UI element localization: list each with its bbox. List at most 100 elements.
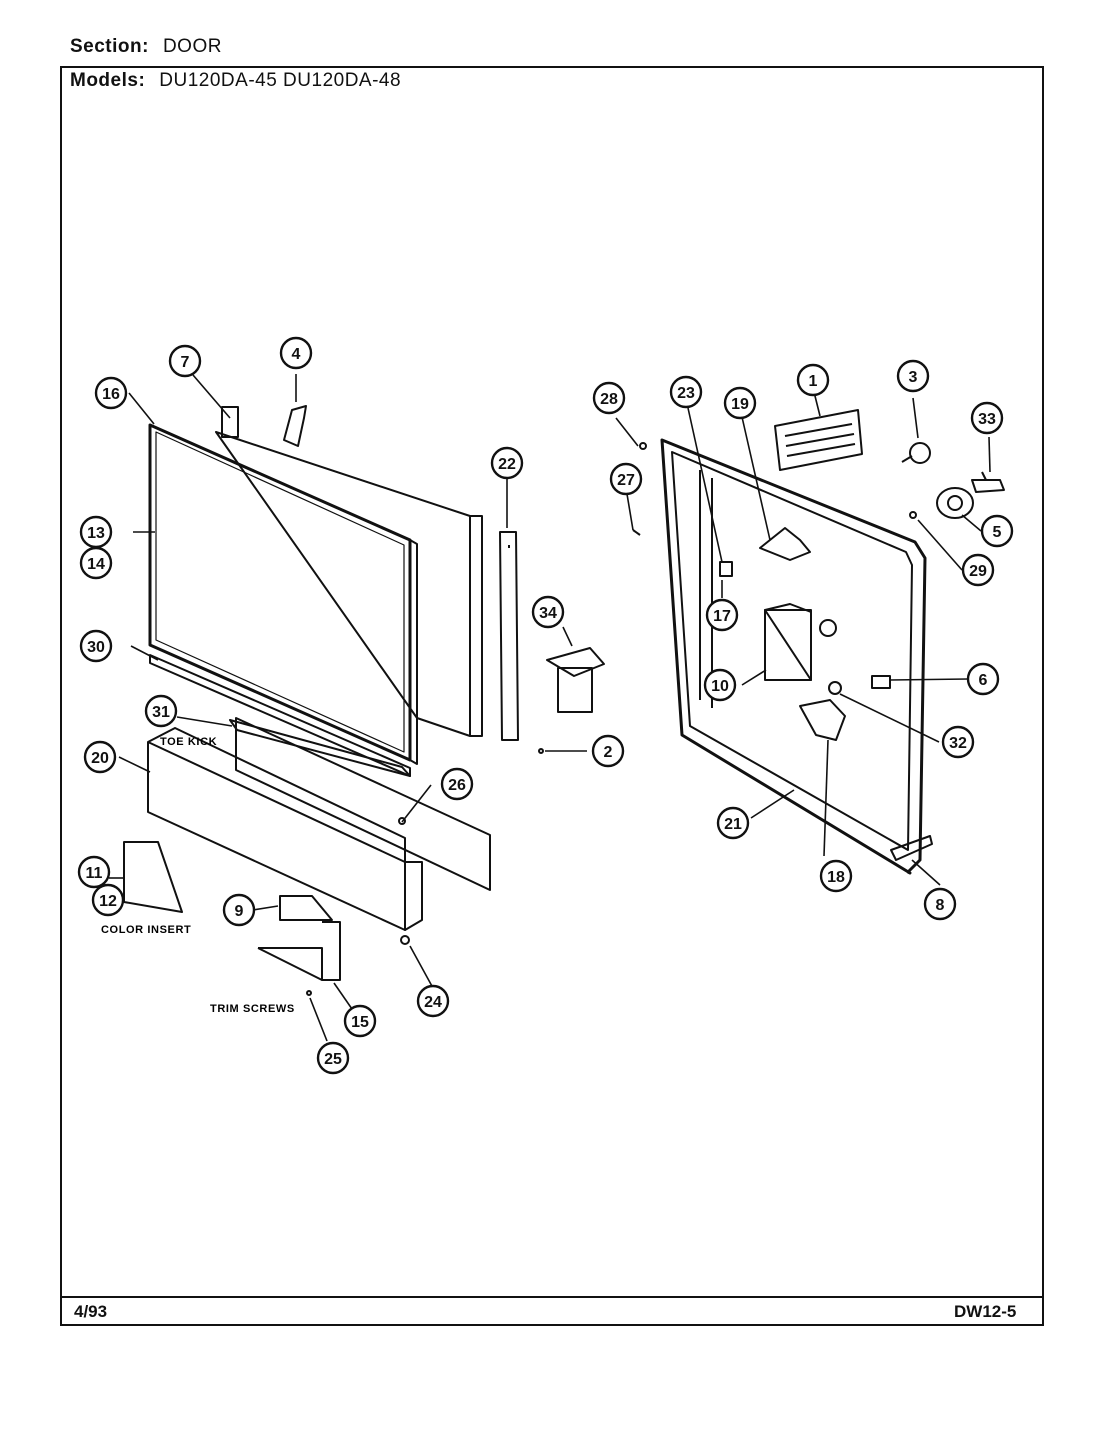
callout-circle (980, 514, 1014, 548)
callout-circle (79, 629, 113, 663)
callout-25: 25 (316, 1041, 350, 1075)
callout-13: 13 (79, 515, 113, 549)
callout-label: 16 (102, 386, 120, 403)
callout-circle (490, 446, 524, 480)
callout-circle (669, 375, 703, 409)
callout-circle (966, 662, 1000, 696)
callout-circle (279, 336, 313, 370)
callout-label: 13 (87, 525, 105, 542)
callout-label: 17 (713, 608, 731, 625)
callout-label: 18 (827, 869, 845, 886)
callout-19: 19 (723, 386, 757, 420)
callout-circle (896, 359, 930, 393)
callout-29: 29 (961, 553, 995, 587)
callout-circle (796, 363, 830, 397)
trim-screws-note: TRIM SCREWS (210, 1003, 295, 1015)
color-insert-note: COLOR INSERT (101, 924, 191, 936)
callout-6: 6 (966, 662, 1000, 696)
callout-circle (79, 546, 113, 580)
small-parts-right (632, 409, 1005, 536)
callout-label: 22 (498, 456, 516, 473)
diagram-frame (60, 66, 1044, 1326)
callout-16: 16 (94, 376, 128, 410)
callout-circle (819, 859, 853, 893)
callout-label: 3 (909, 369, 918, 386)
section-value: DOOR (162, 36, 222, 57)
callout-28: 28 (592, 381, 626, 415)
callout-32: 32 (941, 725, 975, 759)
callout-label: 9 (235, 903, 244, 920)
callout-12: 12 (91, 883, 125, 917)
callout-circle (316, 1041, 350, 1075)
callout-label: 31 (152, 704, 170, 721)
callout-label: 12 (99, 893, 117, 910)
callout-4: 4 (279, 336, 313, 370)
callout-circle (83, 740, 117, 774)
callout-circle (440, 767, 474, 801)
callout-circle (723, 386, 757, 420)
callout-label: 5 (993, 524, 1002, 541)
callout-27: 27 (609, 462, 643, 496)
callout-7: 7 (168, 344, 202, 378)
callout-circle (416, 984, 450, 1018)
callout-label: 23 (677, 385, 695, 402)
callout-circle (705, 598, 739, 632)
callout-15: 15 (343, 1004, 377, 1038)
callout-label: 15 (351, 1014, 369, 1031)
callout-9: 9 (222, 893, 256, 927)
callout-26: 26 (440, 767, 474, 801)
callout-label: 6 (979, 672, 988, 689)
callout-circle (970, 401, 1004, 435)
door-outer-panel (148, 405, 483, 765)
callout-label: 8 (936, 897, 945, 914)
callout-circle (91, 883, 125, 917)
callout-label: 29 (969, 563, 987, 580)
callout-21: 21 (716, 806, 750, 840)
callout-14: 14 (79, 546, 113, 580)
callout-circle (144, 694, 178, 728)
callout-30: 30 (79, 629, 113, 663)
callout-circle (961, 553, 995, 587)
models-heading: Models:DU120DA-45 DU120DA-48 (70, 70, 401, 92)
footer-code: DW12-5 (954, 1302, 1017, 1321)
models-label: Models: (70, 70, 146, 91)
callout-label: 25 (324, 1051, 342, 1068)
callout-circle (77, 855, 111, 889)
callout-22: 22 (490, 446, 524, 480)
callout-circle (941, 725, 975, 759)
door-inner-liner (660, 438, 933, 875)
section-heading: Section:DOOR (70, 36, 222, 58)
callout-circle (343, 1004, 377, 1038)
callout-5: 5 (980, 514, 1014, 548)
callout-layer: 1234567891011121314151617181920212223242… (77, 336, 1014, 1075)
door-trim-strips (149, 531, 519, 777)
callout-label: 32 (949, 735, 967, 752)
callout-31: 31 (144, 694, 178, 728)
callout-33: 33 (970, 401, 1004, 435)
callout-label: 2 (604, 744, 613, 761)
callout-label: 7 (181, 354, 190, 371)
callout-20: 20 (83, 740, 117, 774)
callout-circle (923, 887, 957, 921)
callout-circle (222, 893, 256, 927)
callout-circle (716, 806, 750, 840)
callout-label: 34 (539, 605, 557, 622)
callout-label: 33 (978, 411, 996, 428)
callout-label: 20 (91, 750, 109, 767)
callout-8: 8 (923, 887, 957, 921)
callout-label: 30 (87, 639, 105, 656)
toe-kick-note: TOE KICK (160, 736, 217, 748)
callout-24: 24 (416, 984, 450, 1018)
callout-label: 27 (617, 472, 635, 489)
callout-2: 2 (591, 734, 625, 768)
callout-label: 14 (87, 556, 105, 573)
callout-leaders (109, 374, 991, 1042)
callout-circle (609, 462, 643, 496)
callout-label: 26 (448, 777, 466, 794)
toe-kick-assembly (123, 717, 491, 981)
callout-circle (94, 376, 128, 410)
callout-circle (591, 734, 625, 768)
callout-circle (703, 668, 737, 702)
callout-label: 1 (809, 373, 818, 390)
